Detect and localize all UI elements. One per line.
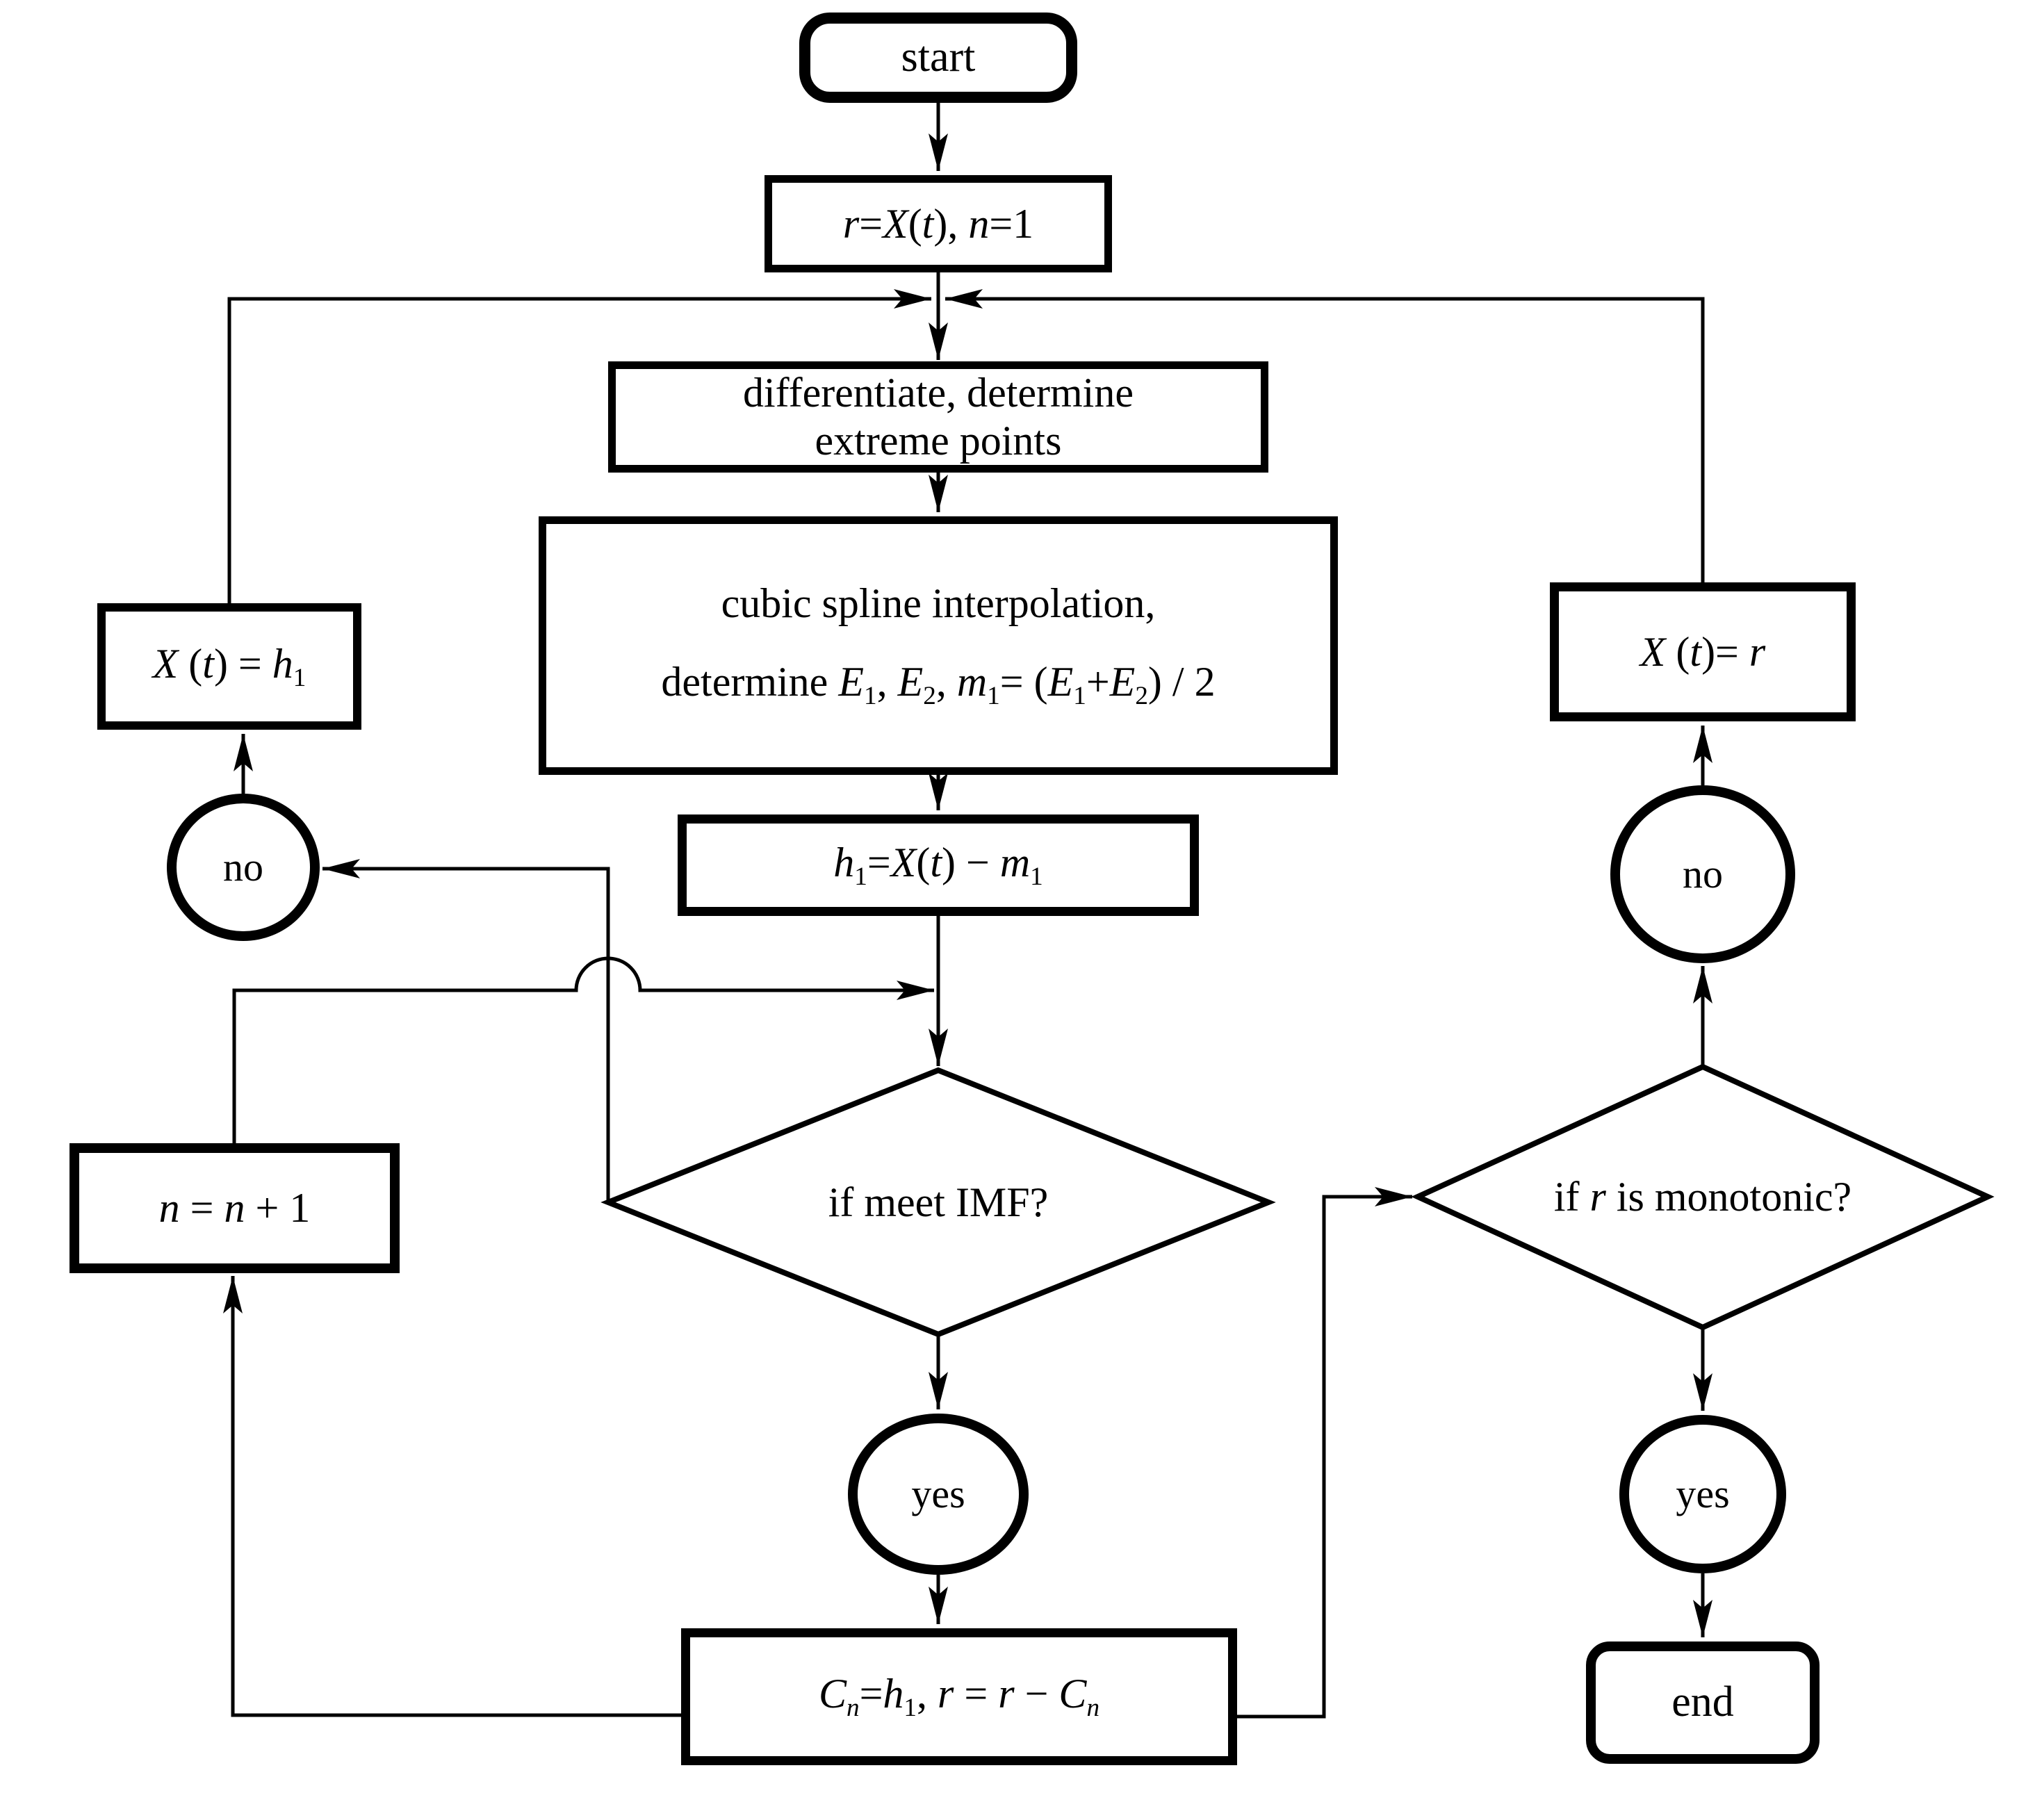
edge-cn-nincrement xyxy=(223,1276,681,1717)
h1-box: h1=X(t) − m1 xyxy=(678,814,1199,916)
cubic-spline-box: cubic spline interpolation,determine E1,… xyxy=(539,516,1338,775)
no-connector-right: no xyxy=(1610,785,1795,963)
init-box: r=X(t), n=1 xyxy=(765,175,1112,272)
yes-connector-left: yes xyxy=(848,1414,1029,1575)
end-node: end xyxy=(1586,1641,1820,1764)
yes-connector-right: yes xyxy=(1619,1415,1786,1573)
edge-cn-monotonic xyxy=(1237,1187,1412,1719)
monotonic-decision-label: if r is monotonic? xyxy=(1553,1173,1852,1220)
n-increment-box: n = n + 1 xyxy=(70,1143,400,1273)
imf-decision-label: if meet IMF? xyxy=(828,1179,1049,1225)
no-connector-left: no xyxy=(167,794,320,941)
edge-xtr-loopback xyxy=(945,289,1705,582)
edge-imf-no xyxy=(322,859,610,1202)
edge-xth1-loopback xyxy=(227,289,931,603)
start-node: start xyxy=(799,13,1077,103)
xt-h1-box: X (t) = h1 xyxy=(97,603,361,730)
imf-decision-diamond xyxy=(600,1067,1276,1338)
xt-r-box: X (t)= r xyxy=(1550,582,1856,721)
cn-box: Cn=h1, r = r − Cn xyxy=(681,1628,1237,1765)
monotonic-decision-diamond xyxy=(1411,1063,1995,1331)
edge-nincrement-merge xyxy=(232,956,934,1143)
